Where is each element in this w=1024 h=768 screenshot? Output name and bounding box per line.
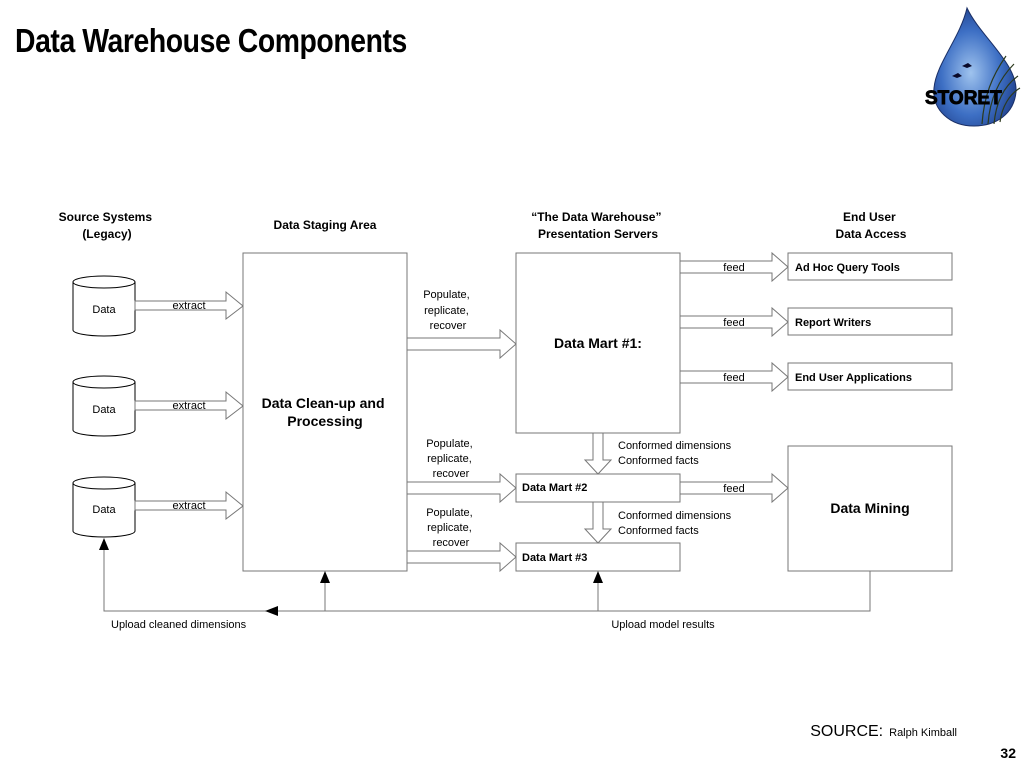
- feed-arrow: [679, 306, 789, 338]
- extract-label: extract: [172, 500, 205, 512]
- populate-arrow: [406, 472, 517, 504]
- header-end-user: End User Data Access: [836, 210, 907, 241]
- source-data-label: Data: [92, 304, 116, 316]
- header-data-warehouse: “The Data Warehouse” Presentation Server…: [531, 210, 665, 241]
- upload-cleaned-label: Upload cleaned dimensions: [111, 619, 247, 631]
- conformed-label: Conformed dimensions Conformed facts: [618, 440, 734, 467]
- source-data-cylinder: [72, 476, 136, 538]
- conformed-label: Conformed dimensions Conformed facts: [618, 510, 734, 537]
- feed-label: feed: [723, 372, 744, 384]
- extract-arrow: [134, 390, 244, 421]
- storet-logo: STORET: [925, 6, 1021, 127]
- feed-arrow: [679, 472, 789, 504]
- end-user-applications-label: End User Applications: [795, 372, 912, 384]
- header-source-systems: Source Systems (Legacy): [59, 210, 156, 241]
- data-mart-1-label: Data Mart #1:: [554, 335, 642, 351]
- data-mart-2-box: [515, 473, 681, 503]
- staging-box-label: Data Clean-up and Processing: [262, 395, 389, 429]
- source-data-cylinder: [72, 275, 136, 337]
- staging-box: [242, 252, 408, 572]
- source-author: Ralph Kimball: [889, 727, 957, 739]
- data-mining-label: Data Mining: [830, 500, 909, 516]
- feed-arrow: [679, 361, 789, 393]
- populate-label: Populate, replicate, recover: [426, 438, 476, 480]
- upload-connector: [103, 550, 871, 612]
- page-number: 32: [1000, 745, 1016, 761]
- data-mart-3-box: [515, 542, 681, 572]
- report-writers-label: Report Writers: [795, 317, 871, 329]
- upload-arrowheads: [99, 538, 603, 616]
- data-mart-2-label: Data Mart #2: [522, 482, 587, 494]
- extract-label: extract: [172, 400, 205, 412]
- source-data-label: Data: [92, 504, 116, 516]
- header-staging-area: Data Staging Area: [274, 218, 377, 232]
- data-mart-1-box: [515, 252, 681, 434]
- populate-label: Populate, replicate, recover: [423, 289, 473, 332]
- upload-results-label: Upload model results: [611, 619, 715, 631]
- ad-hoc-query-tools-box: [787, 252, 953, 281]
- water-drop-icon: [933, 6, 1017, 127]
- source-data-label: Data: [92, 404, 116, 416]
- report-writers-box: [787, 307, 953, 336]
- extract-arrow: [134, 290, 244, 321]
- populate-arrow: [406, 541, 517, 573]
- feed-label: feed: [723, 262, 744, 274]
- extract-label: extract: [172, 300, 205, 312]
- feed-label: feed: [723, 483, 744, 495]
- source-credit: SOURCE: Ralph Kimball: [810, 723, 957, 741]
- slide-title: Data Warehouse Components: [15, 22, 407, 59]
- data-mining-box: [787, 445, 953, 572]
- conformed-arrow: [583, 501, 613, 544]
- extract-arrow: [134, 490, 244, 521]
- populate-arrow: [406, 328, 517, 360]
- ad-hoc-query-tools-label: Ad Hoc Query Tools: [795, 262, 900, 274]
- source-data-cylinder: [72, 375, 136, 437]
- end-user-applications-box: [787, 362, 953, 391]
- data-mart-3-label: Data Mart #3: [522, 552, 587, 564]
- conformed-arrow: [583, 432, 613, 475]
- feed-label: feed: [723, 317, 744, 329]
- feed-arrow: [679, 251, 789, 283]
- logo-text: STORET: [925, 88, 1002, 109]
- source-label: SOURCE:: [810, 723, 884, 740]
- populate-label: Populate, replicate, recover: [426, 507, 476, 549]
